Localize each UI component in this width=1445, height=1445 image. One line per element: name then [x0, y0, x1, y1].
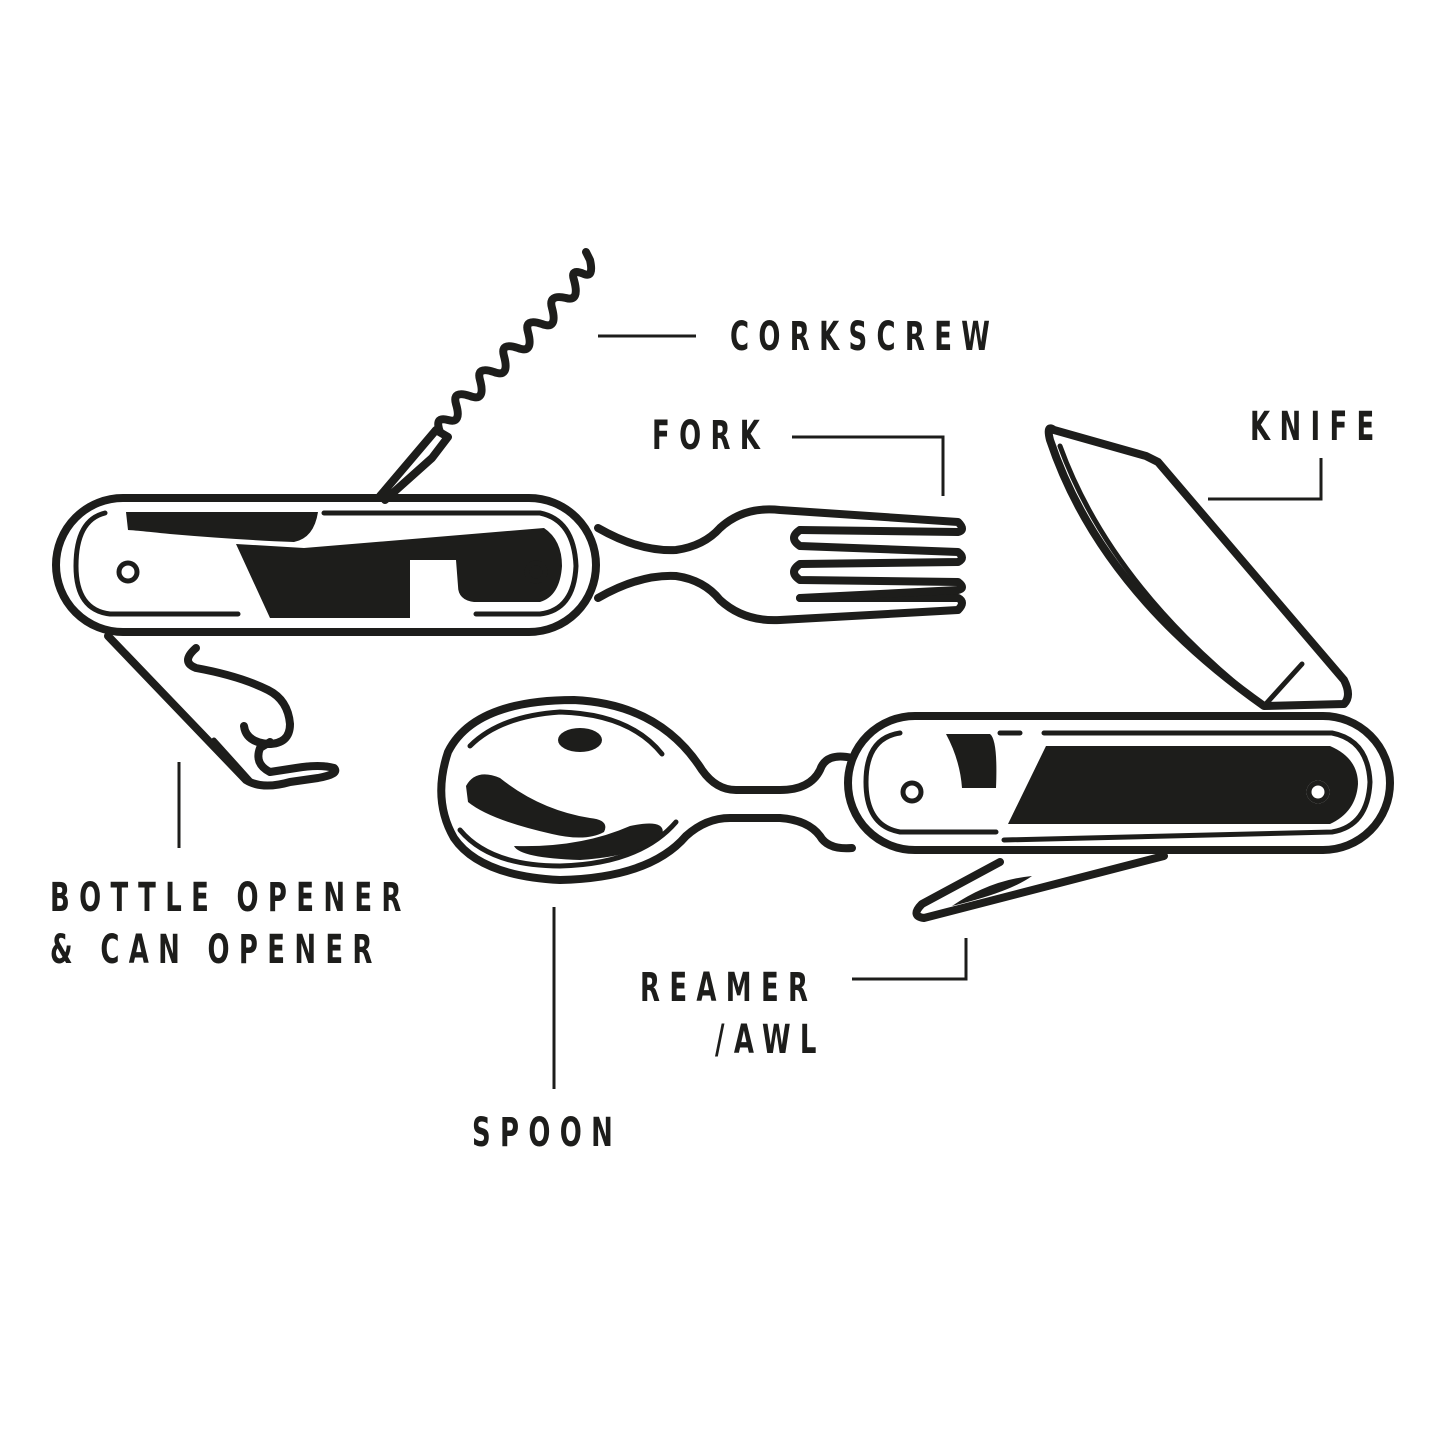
knife-leader — [1208, 458, 1323, 501]
label-spoon: SPOON — [472, 1110, 623, 1156]
knife-blade-icon — [1044, 424, 1352, 710]
label-fork: FORK — [652, 413, 770, 459]
reamer-awl-icon — [912, 852, 1168, 922]
fork-icon — [594, 505, 966, 625]
bottom-handle-icon — [844, 712, 1394, 854]
bottle-opener-icon — [104, 632, 340, 790]
screw-icon — [116, 560, 140, 584]
top-handle-icon — [52, 494, 600, 636]
spoon-icon — [437, 696, 856, 884]
label-reamer-line2: /AWL — [715, 1017, 826, 1063]
label-bottle-opener-line1: BOTTLE OPENER — [50, 875, 411, 921]
screw-icon — [900, 780, 924, 804]
label-bottle-opener-line2: & CAN OPENER — [50, 927, 382, 973]
screw-icon — [524, 560, 548, 584]
corkscrew-icon — [376, 248, 596, 504]
screw-icon — [1306, 780, 1330, 804]
reamer-leader — [852, 938, 968, 981]
label-corkscrew: CORKSCREW — [730, 314, 1000, 360]
leader-lines — [177, 334, 1323, 1089]
label-reamer-line1: REAMER — [640, 965, 818, 1011]
label-knife: KNIFE — [1250, 404, 1384, 450]
fork-leader — [792, 435, 945, 496]
